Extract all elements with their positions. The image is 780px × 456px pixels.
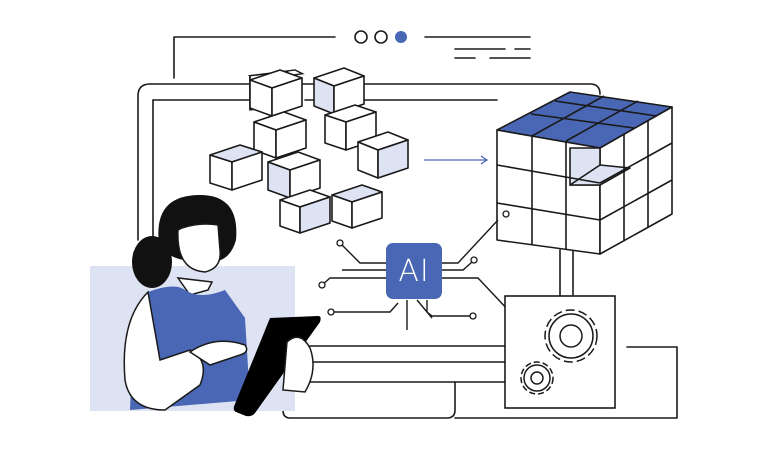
person-figure (123, 195, 321, 417)
monitor-outer (149, 83, 601, 95)
window-dot-icon (374, 30, 388, 44)
ai-chip (386, 243, 442, 299)
monitor-stand (282, 381, 456, 419)
window-dot-active-icon (395, 31, 407, 43)
ai-chip-label: AI (398, 253, 430, 289)
scattered-cubes (209, 67, 409, 234)
text-lines-icon (454, 48, 531, 59)
gear-small-icon (520, 361, 554, 395)
circuit-lines (321, 219, 511, 330)
arrow-right-icon (424, 155, 489, 165)
monitor-base-lines (309, 345, 506, 383)
assembled-cube (496, 91, 673, 255)
browser-frame-line (173, 36, 336, 79)
gear-icon (544, 309, 598, 363)
window-dot-icon (354, 30, 368, 44)
